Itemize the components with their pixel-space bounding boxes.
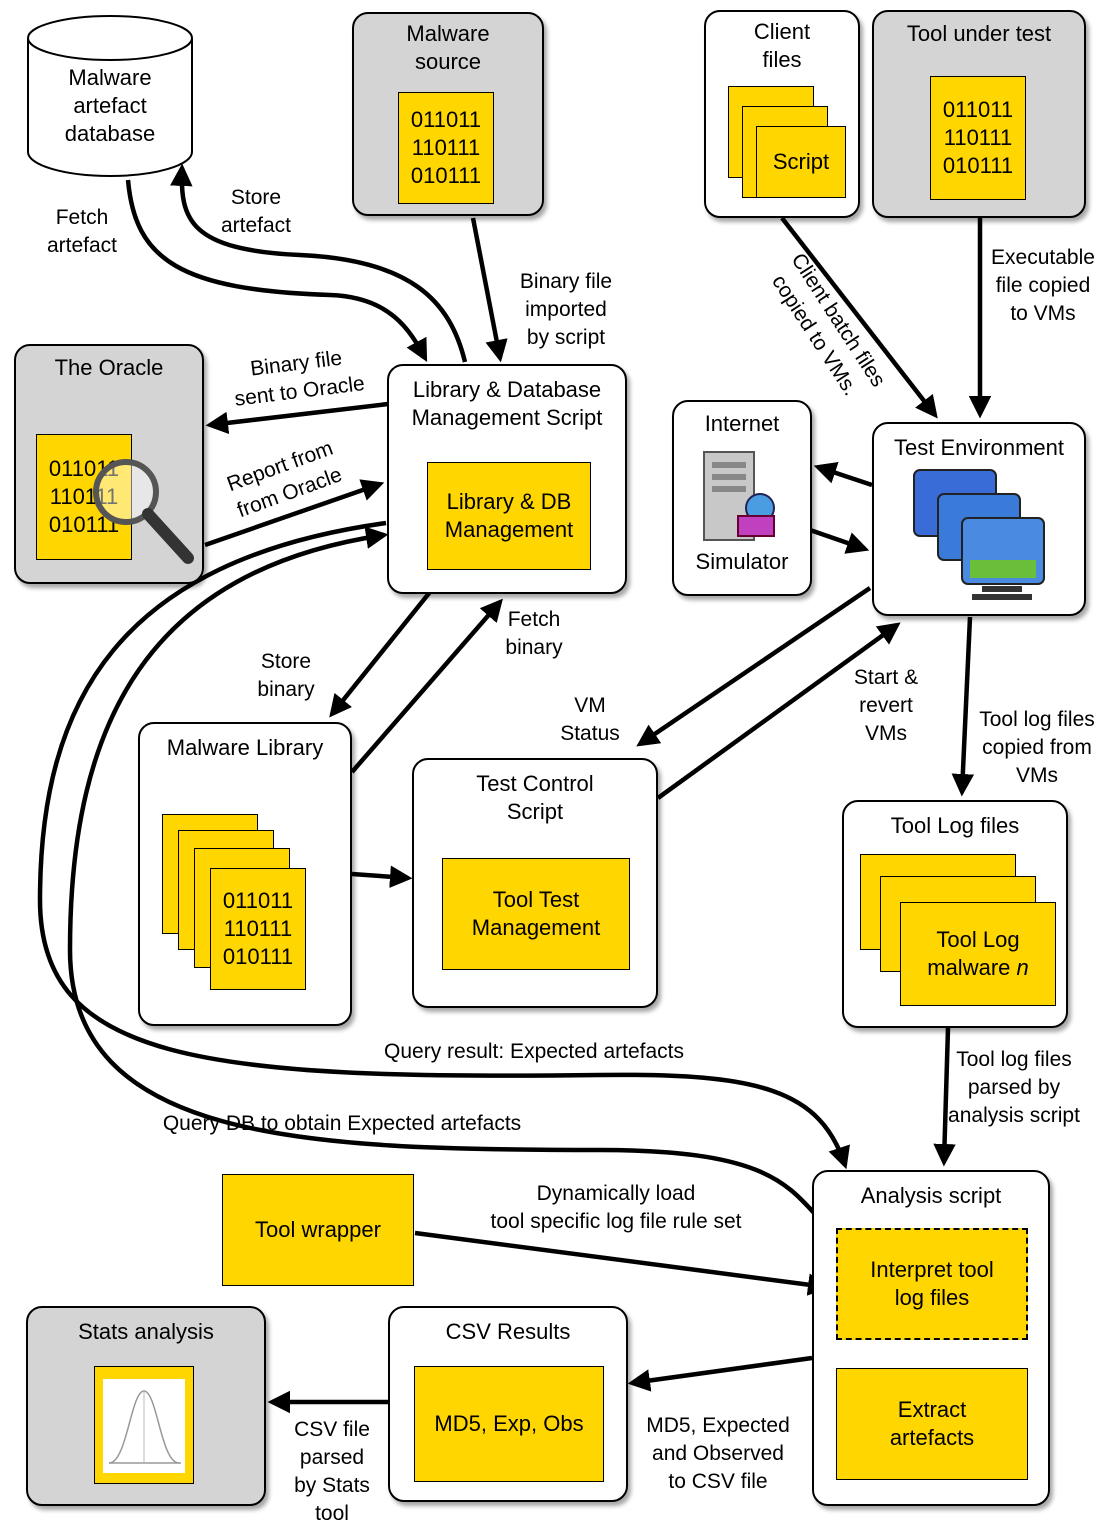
- stats-doc: [94, 1366, 194, 1484]
- vm-monitors-icon: [913, 469, 1045, 600]
- binary-text: 011011 110111 010111: [48, 456, 120, 537]
- label-query-db: Query DB to obtain Expected artefacts: [162, 1112, 522, 1135]
- binary-text: 011011 110111 010111: [942, 97, 1014, 178]
- client-files-title: Client files: [753, 19, 811, 72]
- tool-log-files-box: Tool Log files Tool Log malware n: [842, 800, 1068, 1028]
- malware-source-binary-doc: 011011 110111 010111: [398, 92, 494, 204]
- arrow-fetch-artefact: [125, 179, 428, 362]
- test-environment-box: Test Environment: [872, 422, 1086, 616]
- tool-log-doc: Tool Log malware n: [900, 902, 1056, 1006]
- tool-under-test-binary-doc: 011011 110111 010111: [930, 76, 1026, 200]
- arrow-library-to-control: [351, 865, 413, 888]
- arrow-client-batch: [780, 216, 938, 419]
- arrow-store-binary: [329, 590, 432, 718]
- stats-analysis-box: Stats analysis: [26, 1306, 266, 1506]
- malware-source-box: Malware source 011011 110111 010111: [352, 12, 544, 216]
- interpret-doc: Interpret tool log files: [836, 1228, 1028, 1340]
- bell-curve-icon: [103, 1379, 185, 1473]
- magnifier-icon: [93, 459, 194, 564]
- label-md5-csv: MD5, Expected and Observed to CSV file: [646, 1414, 790, 1493]
- arrow-query-result: [37, 520, 850, 1170]
- analysis-script-box: Analysis script Interpret tool log files…: [812, 1170, 1050, 1506]
- binary-text: 011011 110111 010111: [222, 888, 294, 969]
- script-doc-label: Script: [772, 149, 830, 174]
- tool-log-doc-n: n: [1016, 955, 1029, 980]
- arrow-report-from-oracle: [204, 479, 385, 548]
- malware-source-title: Malware source: [406, 21, 490, 74]
- tool-under-test-box: Tool under test 011011 110111 010111: [872, 10, 1086, 218]
- internet-sim-bottom: Simulator: [695, 549, 789, 574]
- test-environment-title: Test Environment: [894, 435, 1064, 460]
- malware-library-title: Malware Library: [166, 735, 324, 760]
- csv-doc-label: MD5, Exp, Obs: [434, 1411, 584, 1436]
- script-doc: Script: [756, 126, 846, 198]
- lib-db-doc-label: Library & DB Management: [444, 489, 574, 542]
- label-query-result: Query result: Expected artefacts: [384, 1040, 684, 1063]
- lib-db-doc: Library & DB Management: [427, 462, 591, 570]
- tool-log-doc-line2: malware n: [927, 954, 1029, 982]
- tool-wrapper-doc: Tool wrapper: [222, 1174, 414, 1286]
- interpret-doc-label: Interpret tool log files: [870, 1257, 994, 1310]
- extract-doc-label: Extract artefacts: [889, 1397, 975, 1450]
- lib-db-script-box: Library & Database Management Script Lib…: [387, 364, 627, 594]
- arrow-query-db: [67, 526, 832, 1232]
- label-tool-logs-copied: Tool log files copied from VMs: [979, 708, 1095, 787]
- oracle-box: The Oracle 011011 110111 010111: [14, 344, 204, 584]
- label-executable-copied: Executable file copied to VMs: [991, 246, 1095, 325]
- arrow-dynamic-load: [414, 1230, 831, 1296]
- arrow-binary-to-oracle: [205, 401, 389, 435]
- arrow-tool-logs-parsed: [933, 1027, 956, 1167]
- label-tool-logs-parsed: Tool log files parsed by analysis script: [948, 1048, 1080, 1127]
- arrow-binary-imported: [470, 217, 508, 363]
- test-control-box: Test Control Script Tool Test Management: [412, 758, 658, 1008]
- tool-log-files-title: Tool Log files: [890, 813, 1020, 838]
- internet-simulator-box: Internet Simulator: [672, 400, 812, 596]
- internet-sim-title: Internet: [704, 411, 780, 436]
- tool-test-doc-label: Tool Test Management: [471, 887, 601, 940]
- label-fetch-binary: Fetch binary: [505, 608, 563, 659]
- arrow-start-revert: [656, 622, 901, 800]
- server-icon: [703, 451, 775, 541]
- arrow-vm-status: [636, 586, 872, 747]
- binary-text: 011011 110111 010111: [410, 107, 482, 188]
- arrow-tool-logs-copied: [951, 616, 975, 797]
- tool-log-doc-line1: Tool Log: [936, 927, 1020, 952]
- tool-log-doc-malware: malware: [927, 955, 1017, 980]
- arrow-env-to-internet: [813, 462, 873, 488]
- label-csv-parsed: CSV file parsed by Stats tool: [294, 1418, 370, 1525]
- extract-doc: Extract artefacts: [836, 1368, 1028, 1480]
- csv-results-box: CSV Results MD5, Exp, Obs: [388, 1306, 628, 1502]
- tool-log-doc-text: Tool Log malware n: [901, 903, 1055, 1005]
- arrow-store-artefact: [170, 163, 468, 363]
- arrow-md5-to-csv: [627, 1355, 813, 1392]
- tool-test-doc: Tool Test Management: [442, 858, 630, 970]
- database-cylinder-icon: [27, 15, 193, 177]
- label-store-artefact: Store artefact: [220, 186, 292, 237]
- label-binary-imported: Binary file imported by script: [519, 270, 613, 349]
- lib-db-script-title: Library & Database Management Script: [411, 377, 603, 430]
- library-binary-doc: 011011 110111 010111: [210, 868, 306, 990]
- malware-library-box: Malware Library 011011 110111 010111: [138, 722, 352, 1026]
- csv-doc: MD5, Exp, Obs: [414, 1366, 604, 1482]
- arrow-internet-to-env: [809, 527, 870, 554]
- analysis-script-title: Analysis script: [860, 1183, 1002, 1208]
- test-control-title: Test Control Script: [476, 771, 594, 824]
- stats-analysis-title: Stats analysis: [78, 1319, 214, 1344]
- label-vm-status: VM Status: [560, 694, 620, 745]
- client-files-box: Client files Script: [704, 10, 860, 218]
- label-start-revert: Start & revert VMs: [853, 666, 919, 745]
- arrow-fetch-binary: [350, 598, 503, 774]
- label-dynamic-load: Dynamically load tool specific log file …: [490, 1182, 742, 1233]
- label-store-binary: Store binary: [257, 650, 315, 701]
- label-fetch-artefact: Fetch artefact: [46, 206, 118, 257]
- tool-under-test-title: Tool under test: [906, 21, 1052, 46]
- csv-results-title: CSV Results: [445, 1319, 571, 1344]
- oracle-binary-doc: 011011 110111 010111: [36, 434, 132, 560]
- tool-wrapper-label: Tool wrapper: [255, 1217, 381, 1242]
- malware-db-label: Malware artefact database: [64, 65, 156, 146]
- oracle-title: The Oracle: [54, 355, 164, 380]
